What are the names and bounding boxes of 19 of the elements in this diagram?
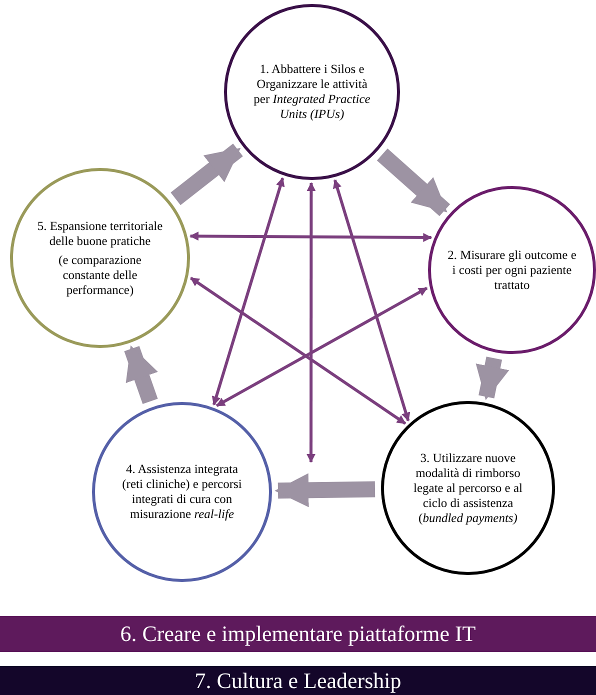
step-text: 1. Abbattere i Silos e Organizzare le attività per Integrated Practice Units (IPUs) (252, 62, 372, 122)
step-text: (e comparazione constante delle performance) (58, 252, 142, 298)
double-arrow (216, 286, 428, 408)
double-arrow (306, 182, 316, 463)
block-arrow (274, 473, 376, 508)
block-arrow (170, 144, 243, 206)
double-arrow (332, 179, 410, 422)
block-arrow (376, 148, 450, 216)
step-text: 2. Misurare gli outcome e i costi per ogni paziente trattato (447, 248, 577, 292)
step-text: 5. Espansione territoriale delle buone pratiche (36, 218, 164, 248)
step-text: 3. Utilizzare nuove modalità di rimborso legate al percorso e al ciclo di assistenza (bundled payments) (412, 450, 524, 526)
banner-text: 7. Cultura e Leadership (194, 668, 402, 694)
banner-text: 6. Creare e implementare piattaforme IT (120, 621, 476, 647)
banner-bar (0, 616, 596, 652)
block-arrow (476, 356, 510, 400)
double-arrow (190, 276, 406, 425)
banner-bar (0, 666, 596, 695)
step-text: 4. Assistenza integrata (reti cliniche) e percorsi integrati di cura con misurazione real-life (121, 462, 243, 522)
double-arrow (189, 232, 432, 242)
